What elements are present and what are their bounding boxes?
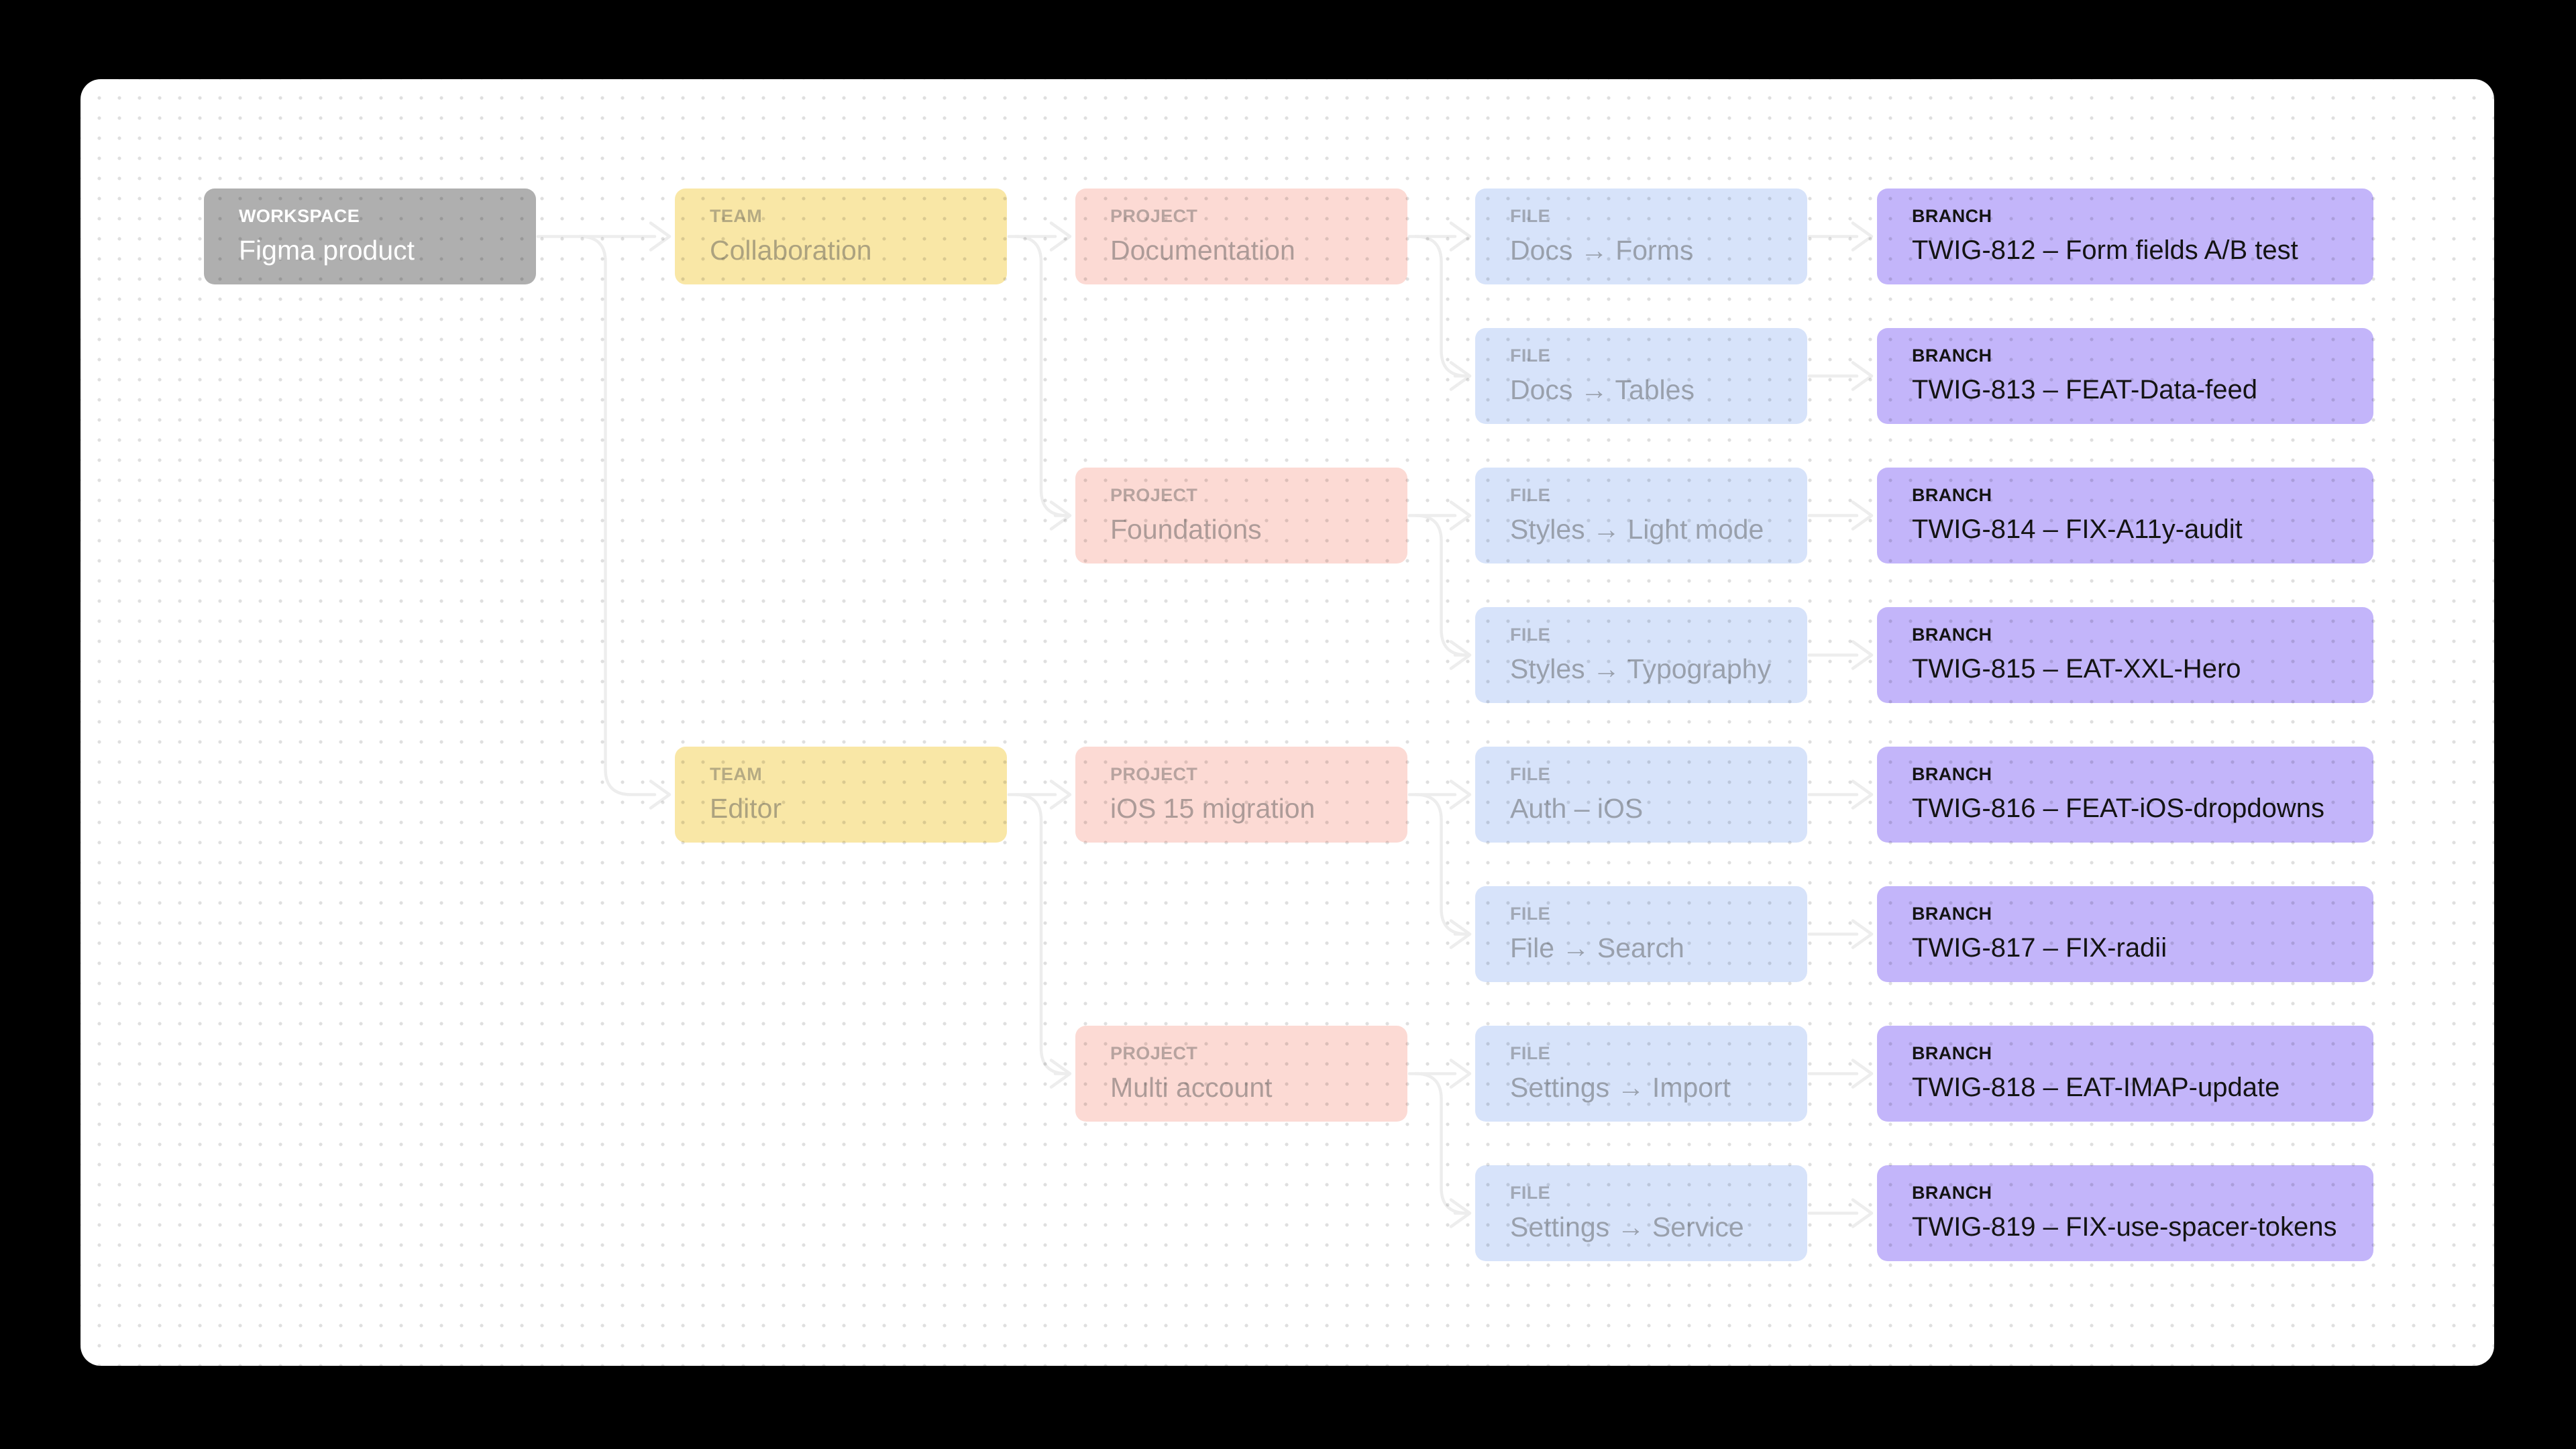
node-foundations[interactable]: PROJECT Foundations (1075, 468, 1407, 564)
node-editor[interactable]: TEAM Editor (675, 747, 1007, 843)
node-twig-817[interactable]: BRANCH TWIG-817 – FIX-radii (1877, 886, 2373, 982)
node-type-label: BRANCH (1912, 904, 1992, 924)
node-type-label: WORKSPACE (239, 206, 360, 226)
node-title: TWIG-815 – EAT-XXL-Hero (1912, 654, 2241, 684)
node-title: Collaboration (710, 235, 872, 266)
node-title: TWIG-812 – Form fields A/B test (1912, 235, 2298, 265)
node-settings-import[interactable]: FILE Settings → Import (1475, 1026, 1807, 1122)
node-type-label: FILE (1510, 206, 1551, 226)
node-type-label: PROJECT (1110, 764, 1198, 784)
node-twig-814[interactable]: BRANCH TWIG-814 – FIX-A11y-audit (1877, 468, 2373, 564)
node-title: Styles → Light mode (1510, 514, 1764, 545)
node-settings-service[interactable]: FILE Settings → Service (1475, 1165, 1807, 1261)
node-title: Multi account (1110, 1072, 1273, 1103)
node-twig-818[interactable]: BRANCH TWIG-818 – EAT-IMAP-update (1877, 1026, 2373, 1122)
node-title: Documentation (1110, 235, 1295, 266)
node-docs-tables[interactable]: FILE Docs → Tables (1475, 328, 1807, 424)
node-title: Styles → Typography (1510, 653, 1771, 684)
node-type-label: FILE (1510, 764, 1551, 784)
node-twig-819[interactable]: BRANCH TWIG-819 – FIX-use-spacer-tokens (1877, 1165, 2373, 1261)
node-workspace[interactable]: WORKSPACE Figma product (204, 189, 536, 284)
node-title: Settings → Import (1510, 1072, 1731, 1103)
node-type-label: BRANCH (1912, 625, 1992, 645)
node-collaboration[interactable]: TEAM Collaboration (675, 189, 1007, 284)
node-twig-813[interactable]: BRANCH TWIG-813 – FEAT-Data-feed (1877, 328, 2373, 424)
node-styles-light[interactable]: FILE Styles → Light mode (1475, 468, 1807, 564)
node-title: TWIG-819 – FIX-use-spacer-tokens (1912, 1212, 2337, 1242)
node-type-label: FILE (1510, 1183, 1551, 1203)
node-title: TWIG-814 – FIX-A11y-audit (1912, 515, 2243, 544)
figma-canvas[interactable] (80, 79, 2494, 1366)
node-type-label: FILE (1510, 625, 1551, 645)
node-type-label: PROJECT (1110, 206, 1198, 226)
node-type-label: TEAM (710, 764, 763, 784)
node-title: Docs → Tables (1510, 374, 1695, 405)
node-title: iOS 15 migration (1110, 793, 1316, 824)
node-title: File → Search (1510, 932, 1684, 963)
node-twig-815[interactable]: BRANCH TWIG-815 – EAT-XXL-Hero (1877, 607, 2373, 703)
node-title: Editor (710, 793, 782, 824)
node-type-label: BRANCH (1912, 764, 1992, 784)
node-title: Docs → Forms (1510, 235, 1694, 266)
node-twig-812[interactable]: BRANCH TWIG-812 – Form fields A/B test (1877, 189, 2373, 284)
node-title: TWIG-813 – FEAT-Data-feed (1912, 375, 2257, 405)
node-documentation[interactable]: PROJECT Documentation (1075, 189, 1407, 284)
node-type-label: BRANCH (1912, 206, 1992, 226)
node-twig-816[interactable]: BRANCH TWIG-816 – FEAT-iOS-dropdowns (1877, 747, 2373, 843)
node-type-label: FILE (1510, 345, 1551, 366)
node-title: Figma product (239, 235, 415, 266)
node-multi-account[interactable]: PROJECT Multi account (1075, 1026, 1407, 1122)
node-title: TWIG-816 – FEAT-iOS-dropdowns (1912, 794, 2324, 823)
node-docs-forms[interactable]: FILE Docs → Forms (1475, 189, 1807, 284)
node-styles-typo[interactable]: FILE Styles → Typography (1475, 607, 1807, 703)
node-type-label: BRANCH (1912, 1183, 1992, 1203)
node-title: TWIG-817 – FIX-radii (1912, 933, 2167, 963)
node-type-label: BRANCH (1912, 1043, 1992, 1063)
node-file-search[interactable]: FILE File → Search (1475, 886, 1807, 982)
node-type-label: FILE (1510, 1043, 1551, 1063)
node-title: Foundations (1110, 514, 1262, 545)
node-type-label: BRANCH (1912, 485, 1992, 505)
node-title: Auth – iOS (1510, 793, 1644, 824)
node-title: TWIG-818 – EAT-IMAP-update (1912, 1073, 2280, 1102)
node-type-label: TEAM (710, 206, 763, 226)
node-type-label: FILE (1510, 904, 1551, 924)
node-auth-ios[interactable]: FILE Auth – iOS (1475, 747, 1807, 843)
node-type-label: BRANCH (1912, 345, 1992, 366)
node-ios-15-migration[interactable]: PROJECT iOS 15 migration (1075, 747, 1407, 843)
node-type-label: FILE (1510, 485, 1551, 505)
node-type-label: PROJECT (1110, 485, 1198, 505)
node-type-label: PROJECT (1110, 1043, 1198, 1063)
node-title: Settings → Service (1510, 1212, 1744, 1242)
